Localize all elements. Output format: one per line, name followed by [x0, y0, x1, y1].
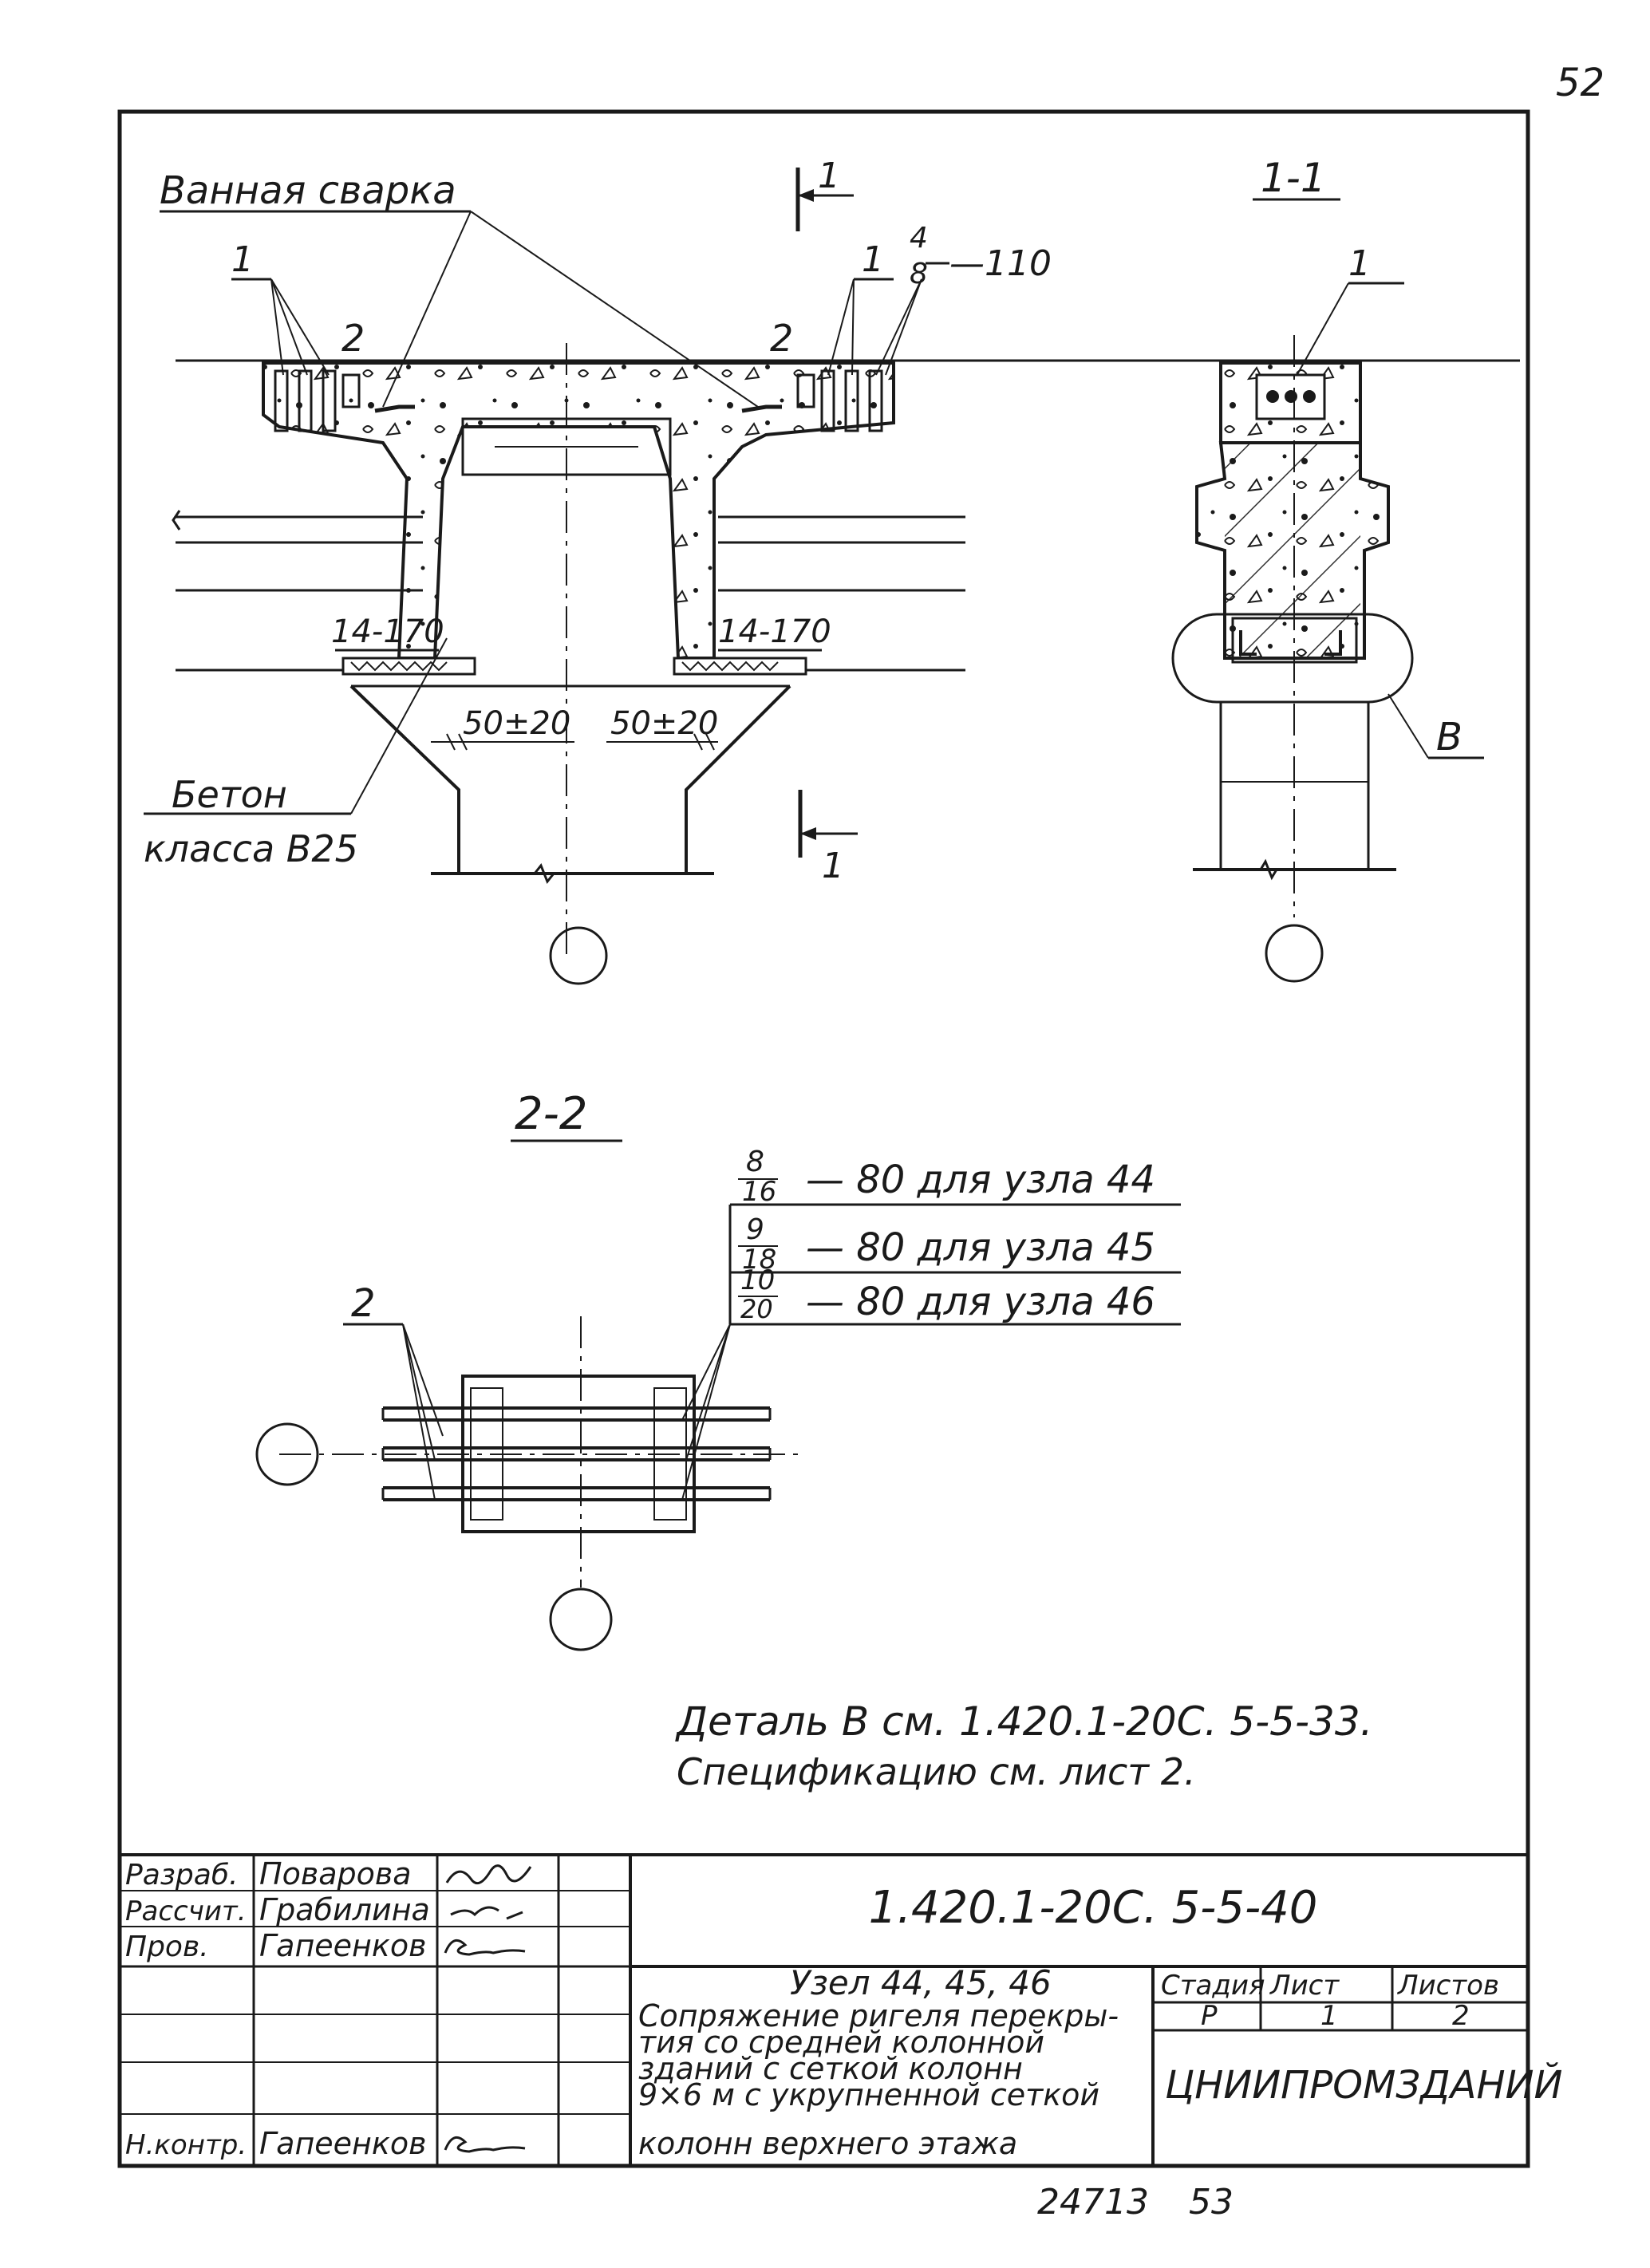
mark-1-right: 1: [862, 239, 884, 280]
concrete-label-1: Бетон: [172, 773, 287, 816]
tb-name-1: Поварова: [259, 1856, 412, 1891]
callout-1-text: — 80 для узла 44: [806, 1158, 1155, 1202]
main-view: Ванная сварка 1 1 2 2 4 8 —110 14-170 14…: [144, 156, 1520, 985]
doc-code: 1.420.1-20С. 5-5-40: [869, 1882, 1318, 1934]
section-2-2: 2-2 8 16 — 80 для узла 44 9 18 — 80 для …: [255, 1088, 1181, 1651]
mark-1-left: 1: [231, 239, 254, 280]
fraction-suffix: —110: [949, 243, 1052, 284]
pad-label-left: 14-170: [331, 613, 444, 650]
callout-2-text: — 80 для узла 45: [806, 1225, 1155, 1270]
dim-left: 50±20: [463, 705, 570, 742]
section-2-2-mark-2: 2: [351, 1281, 376, 1326]
axis-bubble-main: [549, 926, 608, 985]
page-number: 53: [1189, 2182, 1234, 2223]
callout-3-text: — 80 для узла 46: [806, 1280, 1155, 1324]
callout-2-den: 18: [742, 1244, 776, 1276]
signature-4: [444, 2136, 526, 2153]
tb-header-sheets: Листов: [1396, 1970, 1499, 2002]
title-line-3: тия со средней колонной: [638, 2025, 1044, 2060]
title-block: Разраб. Поварова Рассчит. Грабилина Пров…: [120, 1853, 1562, 2166]
title-line-4: зданий с сеткой колонн: [638, 2051, 1023, 2086]
signature-1: [445, 1864, 532, 1885]
axis-bubble-2-2-left: [255, 1422, 319, 1486]
section-2-2-title: 2-2: [515, 1088, 587, 1140]
tb-org: ЦНИИПРОМЗДАНИЙ: [1165, 2062, 1562, 2108]
tb-value-sheets: 2: [1452, 2000, 1470, 2032]
tb-role-3: Пров.: [125, 1931, 209, 1963]
tb-value-sheet: 1: [1320, 2000, 1338, 2032]
callout-3-num: 10: [740, 1264, 775, 1296]
section-1-1-title: 1-1: [1261, 155, 1326, 201]
tb-header-stage: Стадия: [1161, 1970, 1265, 2002]
section-1-1: 1-1 1 В: [1171, 155, 1484, 983]
inventory-number: 24713: [1037, 2182, 1149, 2223]
tb-role-7: Н.контр.: [125, 2129, 247, 2161]
fraction-numerator: 4: [910, 222, 928, 254]
mark-2-right: 2: [770, 317, 793, 360]
axis-bubble-1-1: [1265, 924, 1324, 983]
weld-label: Ванная сварка: [160, 168, 456, 213]
title-line-1: Узел 44, 45, 46: [790, 1963, 1052, 2002]
signature-2: [450, 1906, 523, 1920]
axis-bubble-2-2-bottom: [549, 1588, 613, 1651]
tb-name-7: Гапеенков: [259, 2126, 427, 2161]
note-detail: Деталь В см. 1.420.1-20С. 5-5-33.: [675, 1698, 1373, 1745]
callout-1-num: 8: [746, 1146, 764, 1178]
tb-name-3: Гапеенков: [259, 1928, 427, 1963]
concrete-label-2: класса В25: [144, 827, 358, 870]
title-line-2: Сопряжение ригеля перекры-: [638, 1998, 1119, 2033]
cut-mark-top: 1: [818, 156, 840, 196]
callout-1-den: 16: [742, 1176, 776, 1208]
tb-role-1: Разраб.: [125, 1859, 238, 1891]
title-line-6: колонн верхнего этажа: [638, 2126, 1017, 2161]
detail-mark-b: В: [1436, 715, 1462, 759]
section-1-1-mark-1: 1: [1348, 243, 1371, 284]
callout-2-num: 9: [746, 1213, 764, 1246]
tb-header-sheet: Лист: [1269, 1970, 1340, 2002]
title-line-5: 9×6 м с укрупненной сеткой: [638, 2077, 1099, 2112]
tb-role-2: Рассчит.: [125, 1895, 247, 1927]
sheet-frame: [117, 109, 1530, 2168]
mark-2-left: 2: [341, 317, 365, 360]
signature-3: [444, 1939, 526, 1956]
tb-value-stage: Р: [1201, 2000, 1218, 2032]
callout-3-den: 20: [740, 1294, 773, 1324]
dim-right: 50±20: [610, 705, 718, 742]
pad-label-right: 14-170: [718, 613, 831, 650]
note-spec: Спецификацию см. лист 2.: [677, 1750, 1196, 1793]
corner-sheet-number: 52: [1556, 61, 1605, 105]
fraction-denominator: 8: [910, 258, 928, 290]
cut-mark-bottom: 1: [822, 846, 844, 886]
tb-name-2: Грабилина: [259, 1892, 430, 1927]
